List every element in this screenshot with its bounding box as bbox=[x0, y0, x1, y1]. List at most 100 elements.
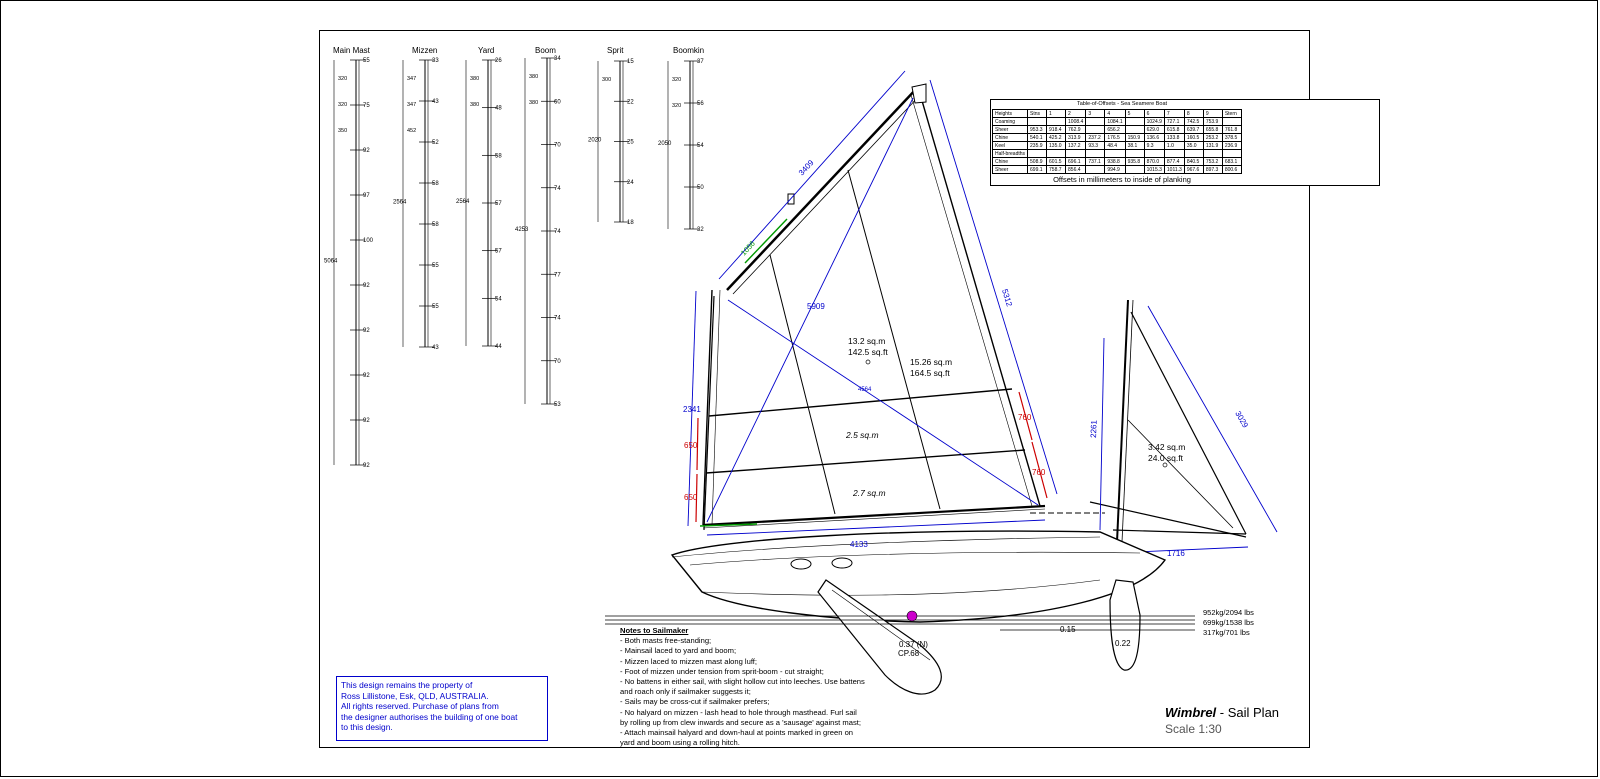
offsets-cell: 135.0 bbox=[1046, 141, 1067, 150]
offsets-cell: 2 bbox=[1065, 109, 1087, 118]
spar-diameter-label: 75 bbox=[363, 103, 370, 109]
offsets-cell bbox=[1124, 165, 1145, 174]
offsets-cell: 48.4 bbox=[1104, 141, 1126, 150]
offsets-cell: 1.0 bbox=[1163, 141, 1185, 150]
spar-segment-label: 300 bbox=[602, 77, 611, 83]
notes-heading: Notes to Sailmaker bbox=[620, 626, 689, 635]
spar-segment-label: 347 bbox=[407, 76, 416, 82]
offsets-cell: 856.4 bbox=[1065, 165, 1087, 174]
offsets-cell bbox=[1202, 149, 1223, 158]
offsets-cell: 9 bbox=[1202, 109, 1223, 118]
notice-line: the designer authorises the building of … bbox=[341, 711, 518, 722]
offsets-cell: Sheer bbox=[991, 125, 1029, 134]
offsets-cell: 897.3 bbox=[1202, 165, 1223, 174]
offsets-cell: 38.1 bbox=[1124, 141, 1145, 150]
notice-line: to this design. bbox=[341, 722, 393, 733]
offsets-cell: 840.5 bbox=[1183, 157, 1204, 166]
notice-line: This design remains the property of bbox=[341, 680, 473, 690]
drawing-title: Wimbrel - Sail Plan bbox=[1165, 705, 1279, 720]
spar-segment-label: 380 bbox=[529, 74, 538, 80]
offsets-cell: 1084.1 bbox=[1104, 117, 1126, 126]
spar-diameter-label: 74 bbox=[554, 316, 561, 322]
spar-diameter-label: 74 bbox=[554, 186, 561, 192]
offsets-cell: 8 bbox=[1183, 109, 1204, 118]
boat-name: Wimbrel bbox=[1165, 705, 1217, 720]
spar-diameter-label: 32 bbox=[697, 227, 704, 233]
offsets-cell bbox=[1027, 149, 1048, 158]
dim-mizzen-foot: 1716 bbox=[1167, 549, 1185, 558]
offsets-cell: 313.9 bbox=[1065, 133, 1087, 142]
offsets-cell bbox=[1046, 117, 1067, 126]
spar-diameter-label: 92 bbox=[363, 328, 370, 334]
waterline-1: 952kg/2094 lbs bbox=[1203, 608, 1254, 617]
area-main-total-a: 13.2 sq.m bbox=[848, 336, 885, 346]
offsets-cell: 696.1 bbox=[1065, 157, 1087, 166]
offsets-table: Table-of-Offsets - Sea Seamere Boat Heig… bbox=[990, 99, 1380, 186]
spar-total-label: 4253 bbox=[515, 227, 529, 233]
offsets-cell: Coaming bbox=[991, 117, 1029, 126]
offsets-cell: 656.2 bbox=[1104, 125, 1126, 134]
offsets-cell bbox=[1163, 149, 1185, 158]
hull-labels: 0.37 (N) CP.68 0.15 0.22 bbox=[898, 625, 1131, 658]
offsets-cell: 6 bbox=[1143, 109, 1165, 118]
spar-diameter-label: 92 bbox=[363, 463, 370, 469]
cp-marker bbox=[906, 610, 918, 622]
spar-diameter-label: 44 bbox=[495, 344, 502, 350]
mizzen-sprit bbox=[1089, 501, 1247, 538]
offsets-cell bbox=[1085, 149, 1106, 158]
offsets-cell: Sheer bbox=[991, 165, 1029, 174]
offsets-cell: 425.2 bbox=[1046, 133, 1067, 142]
dim-foot-main: 4133 bbox=[850, 540, 868, 549]
offsets-cell: 918.4 bbox=[1046, 125, 1067, 134]
spar-total-label: 2564 bbox=[393, 200, 407, 206]
spar-diameter-label: 18 bbox=[627, 220, 634, 226]
offsets-cell bbox=[1143, 149, 1165, 158]
spar-segment-label: 380 bbox=[470, 76, 479, 82]
offsets-cell: 508.9 bbox=[1027, 157, 1048, 166]
spar-label: Mizzen bbox=[412, 46, 437, 55]
spar-diameter-label: 92 bbox=[363, 373, 370, 379]
spar-diameter-label: 34 bbox=[554, 56, 561, 62]
offsets-cell: 655.8 bbox=[1202, 125, 1223, 134]
spar-diameter-label: 92 bbox=[363, 148, 370, 154]
offsets-cell bbox=[1027, 117, 1048, 126]
offsets-cell: 753.9 bbox=[1202, 117, 1223, 126]
spar-label: Yard bbox=[478, 46, 494, 55]
offsets-cell bbox=[1124, 149, 1145, 158]
spar-diameter-label: 92 bbox=[363, 283, 370, 289]
spar-diameter-label: 26 bbox=[495, 58, 502, 64]
offsets-cell: 133.8 bbox=[1163, 133, 1185, 142]
offsets-cell: 601.5 bbox=[1046, 157, 1067, 166]
spar-diameter-label: 58 bbox=[495, 153, 502, 159]
notice-line: All rights reserved. Purchase of plans f… bbox=[341, 701, 499, 712]
offsets-footer: Offsets in millimeters to inside of plan… bbox=[1053, 175, 1191, 184]
offsets-cell: 150.9 bbox=[1124, 133, 1145, 142]
offsets-cell bbox=[1124, 117, 1145, 126]
spar-label: Boomkin bbox=[673, 46, 704, 55]
waterline-labels: 952kg/2094 lbs 699kg/1538 lbs 317kg/701 … bbox=[1203, 608, 1254, 637]
area-main-full-a: 15.26 sq.m bbox=[910, 357, 952, 367]
notice-line: Ross Lillistone, Esk, QLD, AUSTRALIA. bbox=[341, 690, 489, 701]
spar-diameter-label: 56 bbox=[697, 101, 704, 107]
note-item: - No battens in either sail, with slight… bbox=[620, 677, 865, 687]
offsets-cell: 615.8 bbox=[1163, 125, 1185, 134]
note-item: - Sails may be cross-cut if sailmaker pr… bbox=[620, 697, 770, 707]
main-sail bbox=[702, 83, 1046, 531]
offsets-cell: 1011.3 bbox=[1163, 165, 1185, 174]
area-mizzen-a: 3.42 sq.m bbox=[1148, 442, 1185, 452]
offsets-cell: Stern bbox=[1221, 109, 1242, 118]
offsets-cell: 235.9 bbox=[1027, 141, 1048, 150]
spar-diameter-label: 74 bbox=[554, 229, 561, 235]
spar-segment-label: 452 bbox=[407, 128, 416, 134]
spar-segment-label: 380 bbox=[529, 100, 538, 106]
offsets-cell: 1 bbox=[1046, 109, 1067, 118]
offsets-cell: 35.0 bbox=[1183, 141, 1204, 150]
spar-diameter-label: 100 bbox=[363, 238, 374, 244]
spar-diameter-label: 52 bbox=[432, 140, 439, 146]
spar-diameter-label: 55 bbox=[432, 304, 439, 310]
